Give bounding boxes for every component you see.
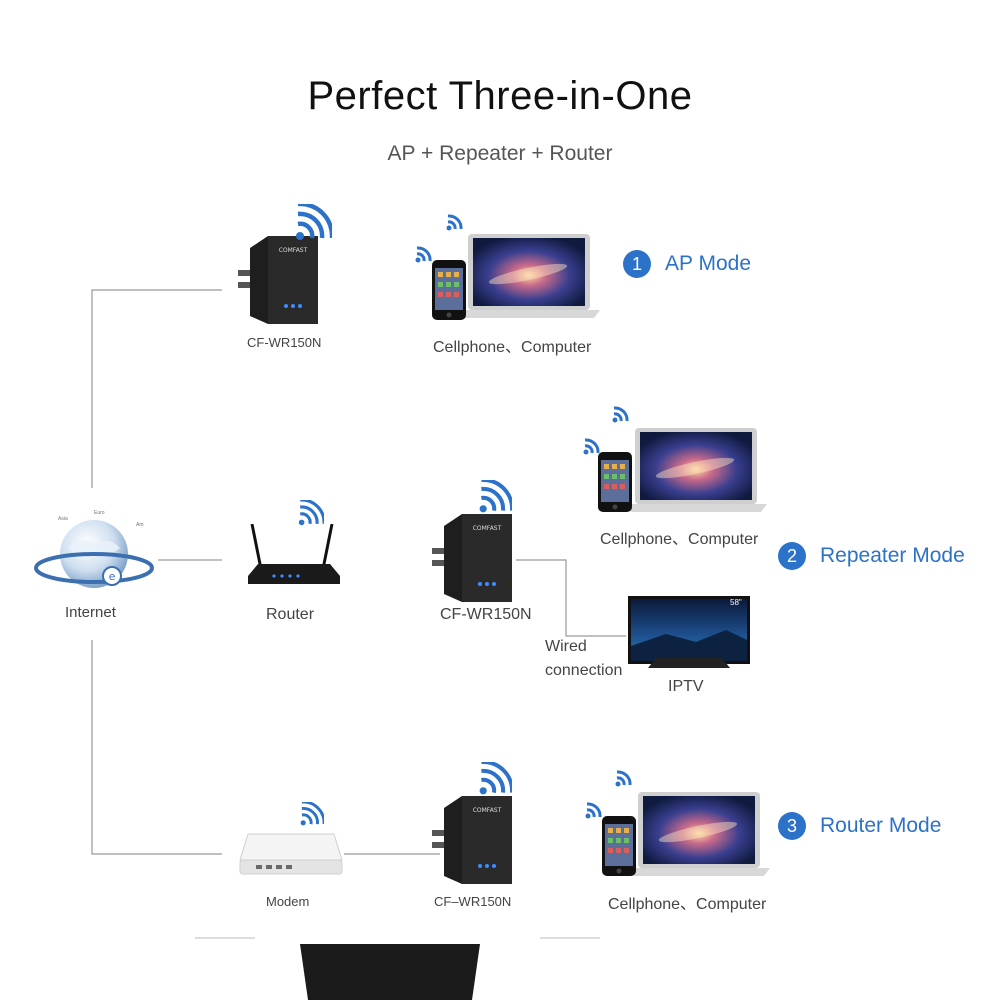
line-internet-to-ap [91, 289, 222, 488]
modem-label: Modem [266, 894, 310, 909]
laptop-icon [625, 428, 767, 512]
svg-text:COMFAST: COMFAST [279, 247, 308, 254]
wifi-icon [296, 204, 332, 240]
clients-label-repeater: Cellphone、Computer [600, 531, 759, 548]
svg-text:e: e [109, 570, 116, 583]
iptv-label: IPTV [668, 678, 704, 695]
wifi-extender-icon: COMFAST [238, 236, 318, 324]
wifi-icon [298, 500, 324, 526]
wifi-icon [479, 480, 512, 513]
mode-repeater: 2 Repeater Mode [778, 542, 965, 570]
globe-icon: e Asia Euro Am [34, 510, 154, 588]
svg-text:COMFAST: COMFAST [473, 807, 502, 814]
mode-number-badge: 2 [778, 542, 806, 570]
product-edge [300, 944, 480, 1000]
internet-label: Internet [65, 604, 116, 621]
device-label-router: CF–WR150N [434, 894, 512, 909]
modem-icon [239, 833, 343, 875]
mode-number-badge: 1 [623, 250, 651, 278]
laptop-icon [458, 234, 600, 318]
router-icon [248, 524, 340, 584]
clients-label-ap: Cellphone、Computer [433, 339, 592, 356]
svg-text:Asia: Asia [58, 516, 68, 522]
wired-label-line2: connection [545, 662, 623, 679]
wifi-icon [583, 438, 600, 455]
wifi-icon [612, 406, 629, 423]
svg-text:Am: Am [136, 522, 144, 528]
wifi-icon [479, 762, 512, 795]
line-internet-to-modem [91, 640, 222, 855]
mode-label: AP Mode [665, 252, 751, 275]
tv-icon [628, 596, 750, 668]
mode-router: 3 Router Mode [778, 812, 941, 840]
svg-text:Euro: Euro [94, 510, 105, 516]
phone-icon [598, 452, 632, 512]
svg-text:COMFAST: COMFAST [473, 525, 502, 532]
wifi-icon [585, 802, 602, 819]
mode-label: Repeater Mode [820, 544, 965, 567]
tv-size-label: 58" [730, 598, 742, 607]
router-label: Router [266, 606, 315, 623]
laptop-icon [628, 792, 770, 876]
wifi-icon [300, 802, 324, 826]
wifi-icon [446, 214, 463, 231]
page-subtitle: AP + Repeater + Router [387, 142, 613, 165]
mode-ap: 1 AP Mode [623, 250, 751, 278]
device-label-ap: CF-WR150N [247, 335, 322, 350]
mode-number-badge: 3 [778, 812, 806, 840]
mode-label: Router Mode [820, 814, 942, 837]
phone-icon [602, 816, 636, 876]
wifi-extender-icon: COMFAST [432, 514, 512, 602]
device-label-repeater: CF-WR150N [440, 606, 532, 623]
phone-icon [432, 260, 466, 320]
clients-label-router: Cellphone、Computer [608, 896, 767, 913]
line-extender-to-tv [516, 559, 626, 637]
wifi-icon [615, 770, 632, 787]
wired-label-line1: Wired [545, 638, 587, 655]
wifi-icon [415, 246, 432, 263]
page-title: Perfect Three-in-One [307, 74, 693, 118]
wifi-extender-icon: COMFAST [432, 796, 512, 884]
